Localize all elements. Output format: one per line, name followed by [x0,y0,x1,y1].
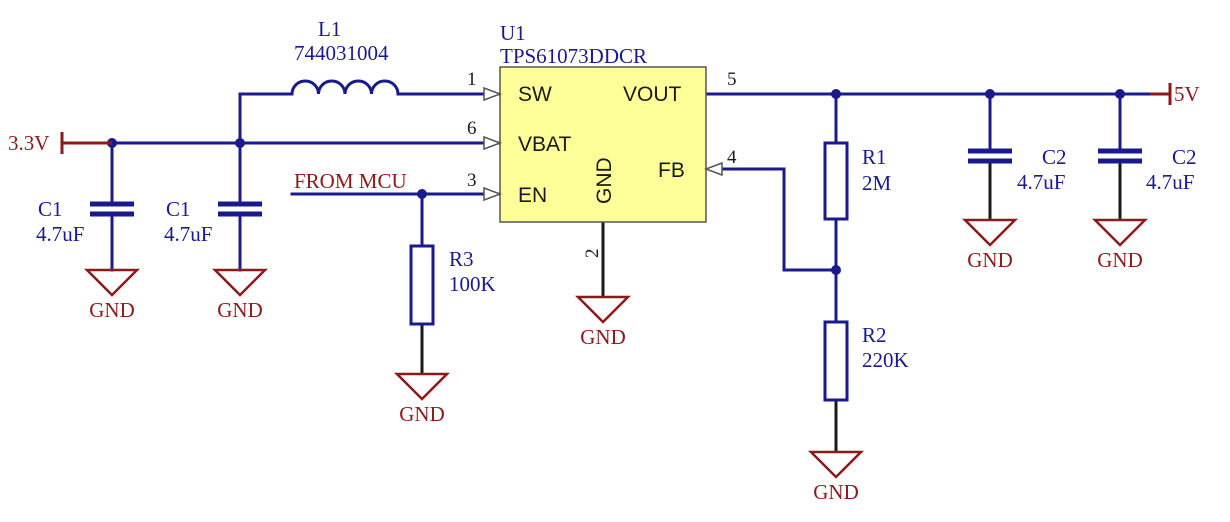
ground-symbol-chip: GND [574,295,632,349]
ground-symbol-c2-left: GND [961,218,1019,272]
ground-icon [393,372,451,401]
inductor-l1: L1 744031004 [290,17,400,95]
ground-label: GND [217,298,263,322]
inductor-designator: L1 [318,17,341,41]
capacitor-designator: C2 [1172,145,1197,169]
ground-label: GND [580,325,626,349]
pin-name-en: EN [518,184,547,207]
capacitor-c1-right: C1 4.7uF [164,197,262,246]
pin-name-sw: SW [518,83,552,106]
ground-label: GND [967,248,1013,272]
ground-label: GND [813,480,859,504]
chip-part-number: TPS61073DDCR [500,44,647,68]
ground-symbol-c1-left: GND [83,268,141,322]
pin-name-vout: VOUT [623,83,682,106]
junction-dot [985,89,995,99]
pin-number-gnd: 2 [582,249,603,259]
ground-icon [1091,218,1149,247]
net-label-from-mcu: FROM MCU [294,169,407,193]
resistor-body [823,141,849,221]
junction-dot [831,265,841,275]
pin-number-vout: 5 [727,69,737,90]
capacitor-value: 4.7uF [1146,170,1194,194]
capacitor-c2-left: C2 4.7uF [968,145,1067,194]
resistor-designator: R3 [449,247,474,271]
pin-name-fb: FB [658,159,685,182]
junctions [107,89,1125,275]
junction-dot [1115,89,1125,99]
pin-arrow-vbat [483,135,503,151]
capacitor-value: 4.7uF [36,222,84,246]
junction-dot [831,89,841,99]
pin-number-vbat: 6 [467,118,477,139]
ground-label: GND [1097,248,1143,272]
resistor-value: 2M [862,171,892,195]
chip-body [499,66,707,223]
ground-icon [211,268,269,297]
power-port-3v3: 3.3V [8,131,112,155]
inductor-coil [290,79,400,95]
capacitor-c1-left: C1 4.7uF [36,197,134,246]
capacitor-value: 4.7uF [164,222,212,246]
capacitor-designator: C2 [1042,145,1067,169]
pin-number-en: 3 [467,170,477,191]
ground-icon [574,295,632,324]
chip-u1: U1 TPS61073DDCR SW VBAT EN VOUT FB GND 1… [467,21,737,258]
wires [60,92,1172,452]
ground-symbol-c2-right: GND [1091,218,1149,272]
pin-arrow-en [483,186,503,202]
ground-label: GND [399,402,445,426]
ground-label: GND [89,298,135,322]
capacitor-c2-right: C2 4.7uF [1098,145,1197,194]
ground-symbol-r3: GND [393,372,451,426]
resistor-r1: R1 2M [823,141,892,221]
capacitor-value: 4.7uF [1017,170,1065,194]
junction-dot [417,189,427,199]
pin-arrow-sw [483,86,503,102]
resistor-body [823,320,849,402]
capacitor-designator: C1 [38,197,63,221]
ground-icon [807,450,865,479]
resistor-value: 220K [862,348,909,372]
chip-designator: U1 [500,21,526,45]
junction-dot [235,138,245,148]
ground-symbol-c1-right: GND [211,268,269,322]
resistor-designator: R1 [862,145,887,169]
pin-arrow-fb [703,161,723,177]
pin-number-fb: 4 [727,147,737,168]
wire-feedback [716,167,838,272]
resistor-r2: R2 220K [823,320,909,402]
pin-name-gnd: GND [593,157,616,204]
inductor-value: 744031004 [294,41,389,65]
power-port-5v: 5V [1150,82,1200,106]
ground-icon [961,218,1019,247]
resistor-value: 100K [449,272,496,296]
resistor-designator: R2 [862,323,887,347]
pin-name-vbat: VBAT [518,133,571,156]
net-label-5v: 5V [1174,82,1200,106]
resistor-body [409,244,435,326]
capacitor-designator: C1 [166,197,191,221]
pin-number-sw: 1 [467,69,477,90]
net-label-3v3: 3.3V [8,131,49,155]
ground-symbol-r2: GND [807,450,865,504]
ground-icon [83,268,141,297]
resistor-r3: R3 100K [409,244,496,326]
